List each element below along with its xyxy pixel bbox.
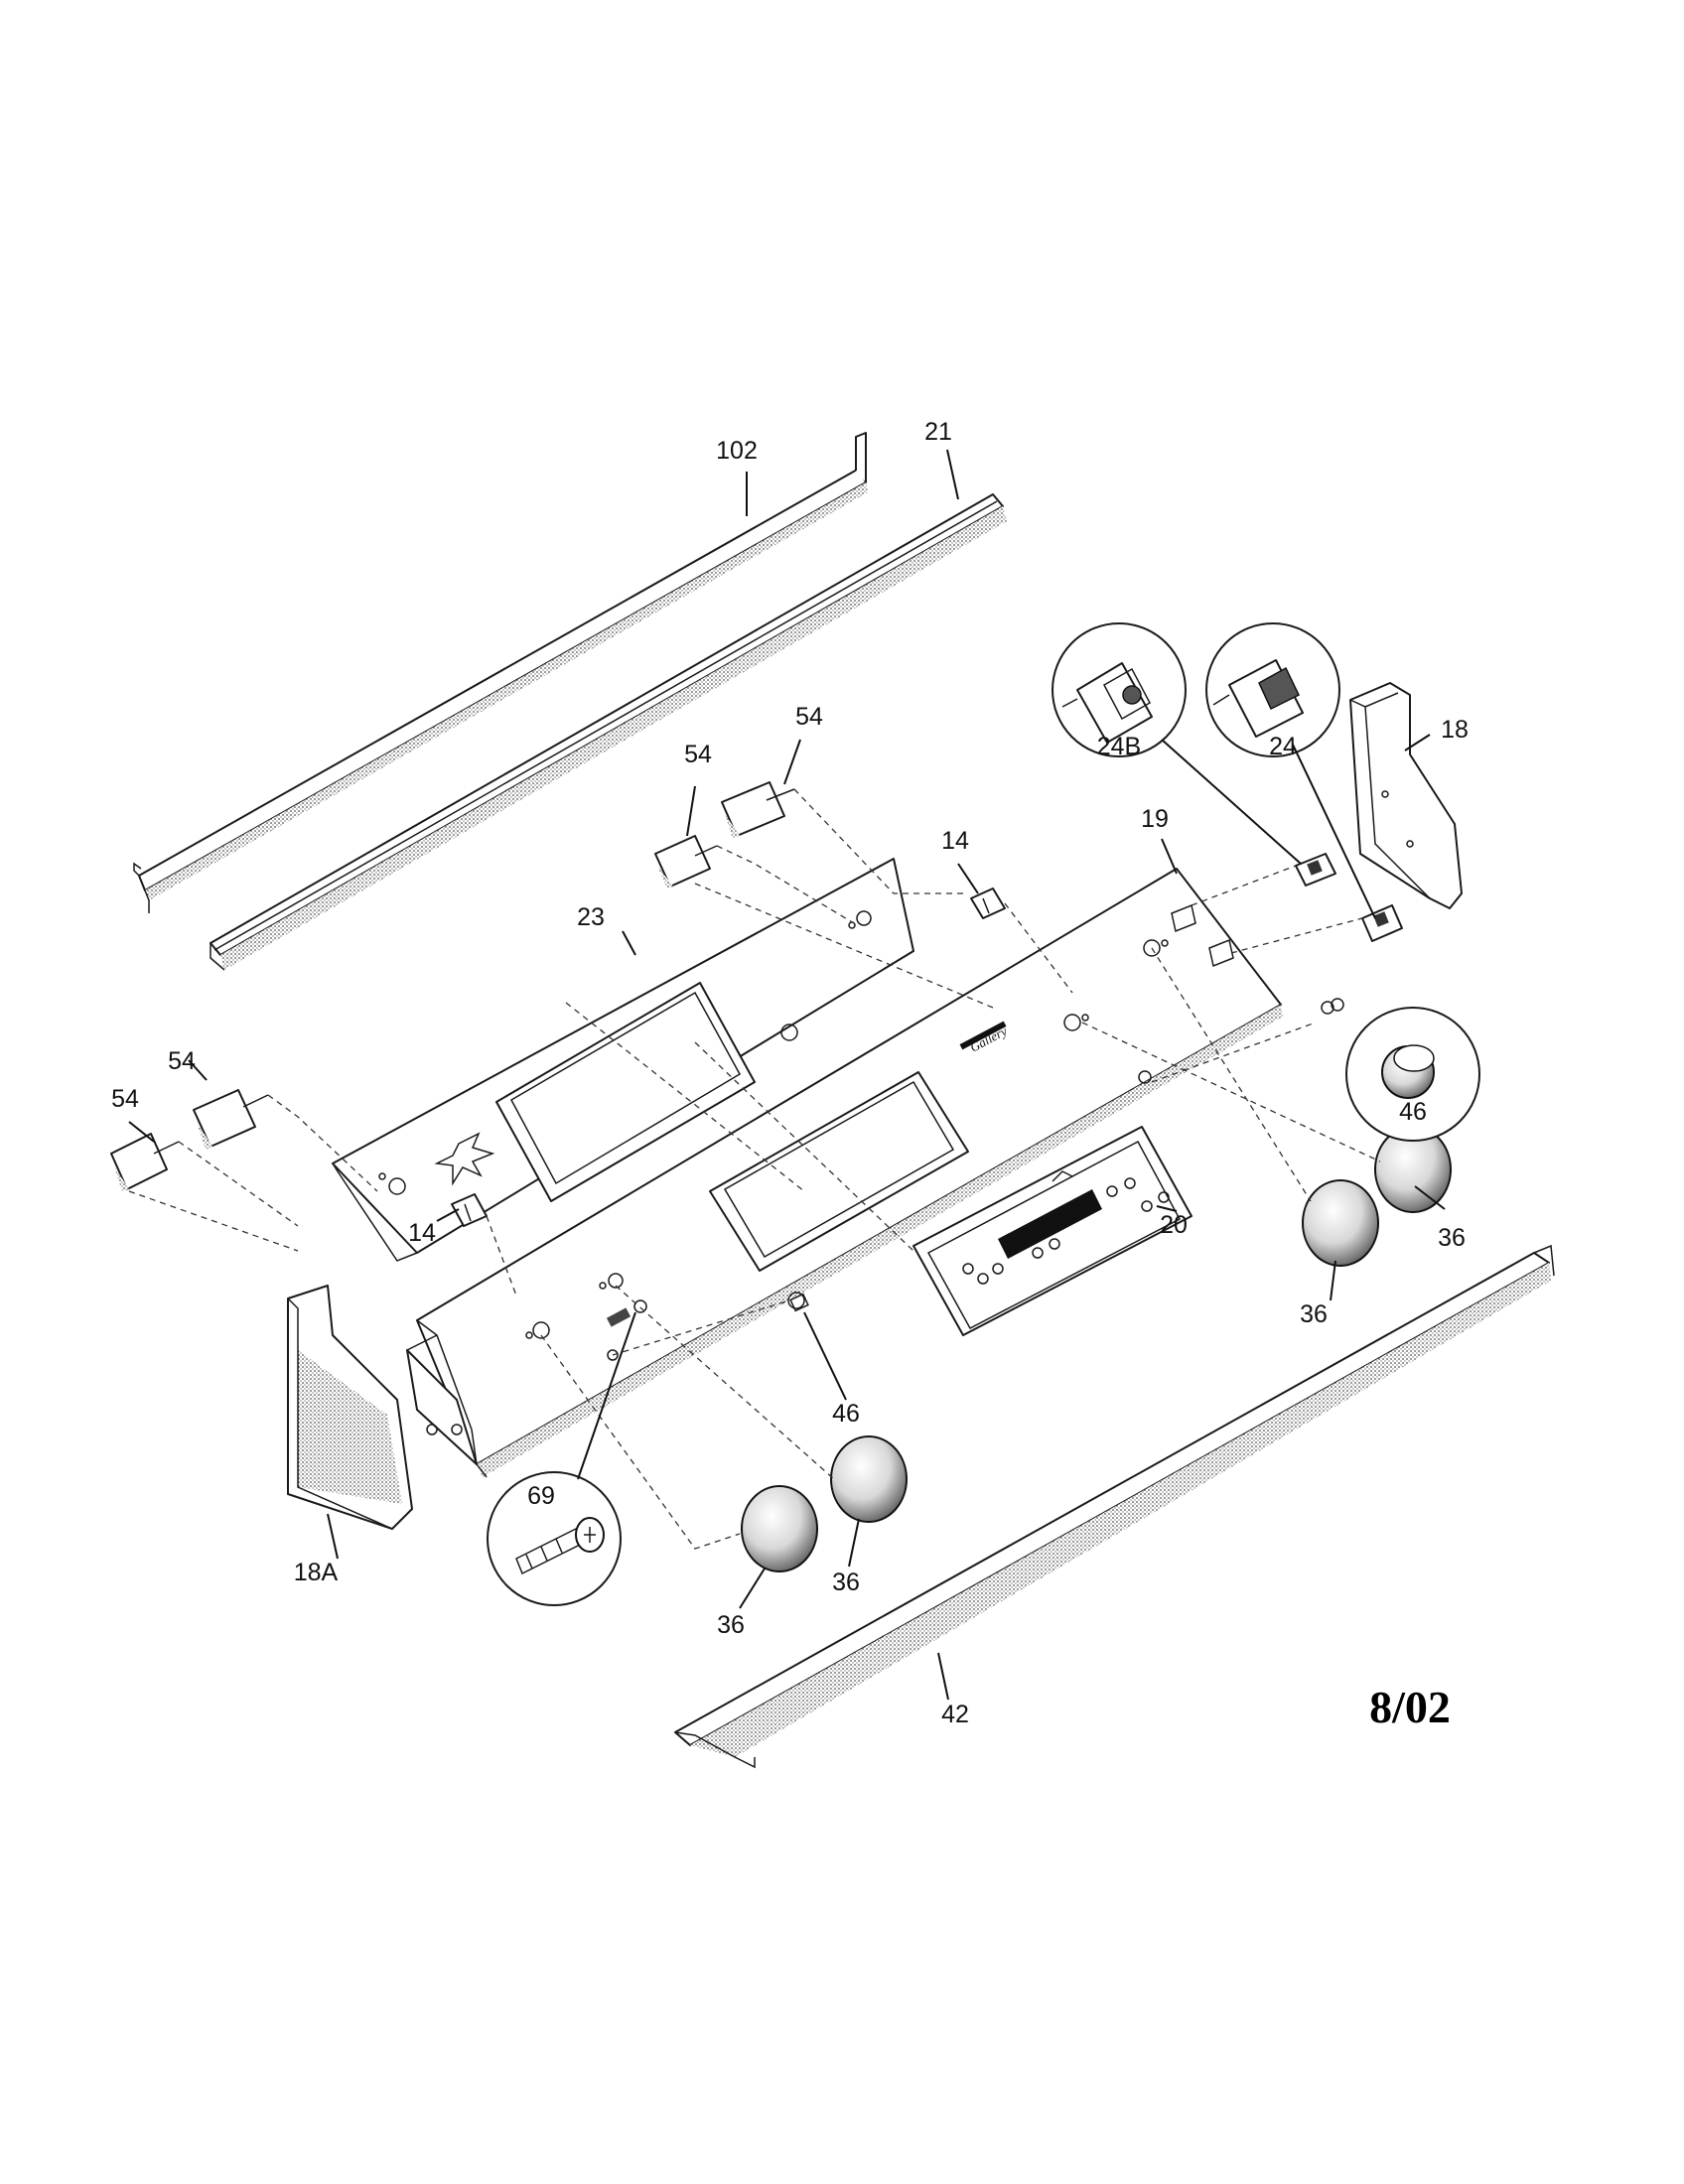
callout-46-detail: 46 [1399,1098,1427,1126]
callout-46-lower: 46 [832,1400,860,1428]
part-69-screw-installed [606,1299,647,1327]
callout-14-upper: 14 [941,827,969,855]
part-36-knob-left-back [830,1435,908,1523]
callout-14-lower: 14 [408,1219,436,1247]
callout-20: 20 [1160,1211,1188,1239]
callout-18: 18 [1441,716,1469,744]
callout-54-left-inner: 54 [168,1047,196,1075]
part-23-panel-frame [332,858,914,1262]
assembly-lines [128,788,1381,1550]
part-42-lower-trim [674,1244,1555,1769]
part-54-switch-left-outer [110,1133,180,1191]
callout-54-upper-left: 54 [684,741,712,768]
part-21-channel [210,493,1007,971]
part-46-bushing-right [1321,998,1344,1015]
callout-36-right-back: 36 [1438,1224,1466,1252]
callout-42: 42 [941,1701,969,1728]
callout-19: 19 [1141,805,1169,833]
part-18A-left-endcap [287,1285,413,1530]
callout-18A: 18A [294,1559,339,1586]
part-20-control-board [912,1126,1193,1336]
callout-69: 69 [527,1482,555,1510]
detail-24B-switch [1052,622,1187,757]
callout-24B: 24B [1097,733,1141,760]
callout-36-left-front: 36 [717,1611,745,1639]
part-102-trim-strip [133,432,868,913]
callout-54-upper-right: 54 [795,703,823,731]
callout-23: 23 [577,903,605,931]
part-54-switch-upper-left [654,835,718,888]
callout-21: 21 [924,418,952,446]
part-18-right-endcap [1349,682,1463,909]
part-14-clip-upper [970,887,1006,919]
callout-36-right-front: 36 [1300,1300,1328,1328]
part-46-bushing-lower [787,1292,809,1312]
part-19-console-panel: Gallery [406,868,1283,1478]
detail-69-screw [487,1471,622,1606]
part-54-switch-left-inner [193,1089,269,1150]
part-24B-switch-installed [1295,853,1336,887]
leader-lines [128,449,1446,1701]
callout-labels: 102 21 54 54 54 54 14 14 23 19 24B 24 18… [111,418,1469,1728]
callout-36-left-back: 36 [832,1569,860,1596]
part-36-knob-right-front [1302,1179,1379,1267]
part-36-knob-left-front [741,1485,818,1572]
revision-date: 8/02 [1369,1682,1451,1732]
callout-24: 24 [1269,733,1297,760]
part-24-switch-installed [1361,904,1403,942]
callout-102: 102 [716,437,758,465]
detail-24-switch [1205,622,1340,757]
part-54-switch-upper-right [721,781,795,839]
detail-46-bushing [1345,1007,1480,1142]
callout-54-left-outer: 54 [111,1085,139,1113]
